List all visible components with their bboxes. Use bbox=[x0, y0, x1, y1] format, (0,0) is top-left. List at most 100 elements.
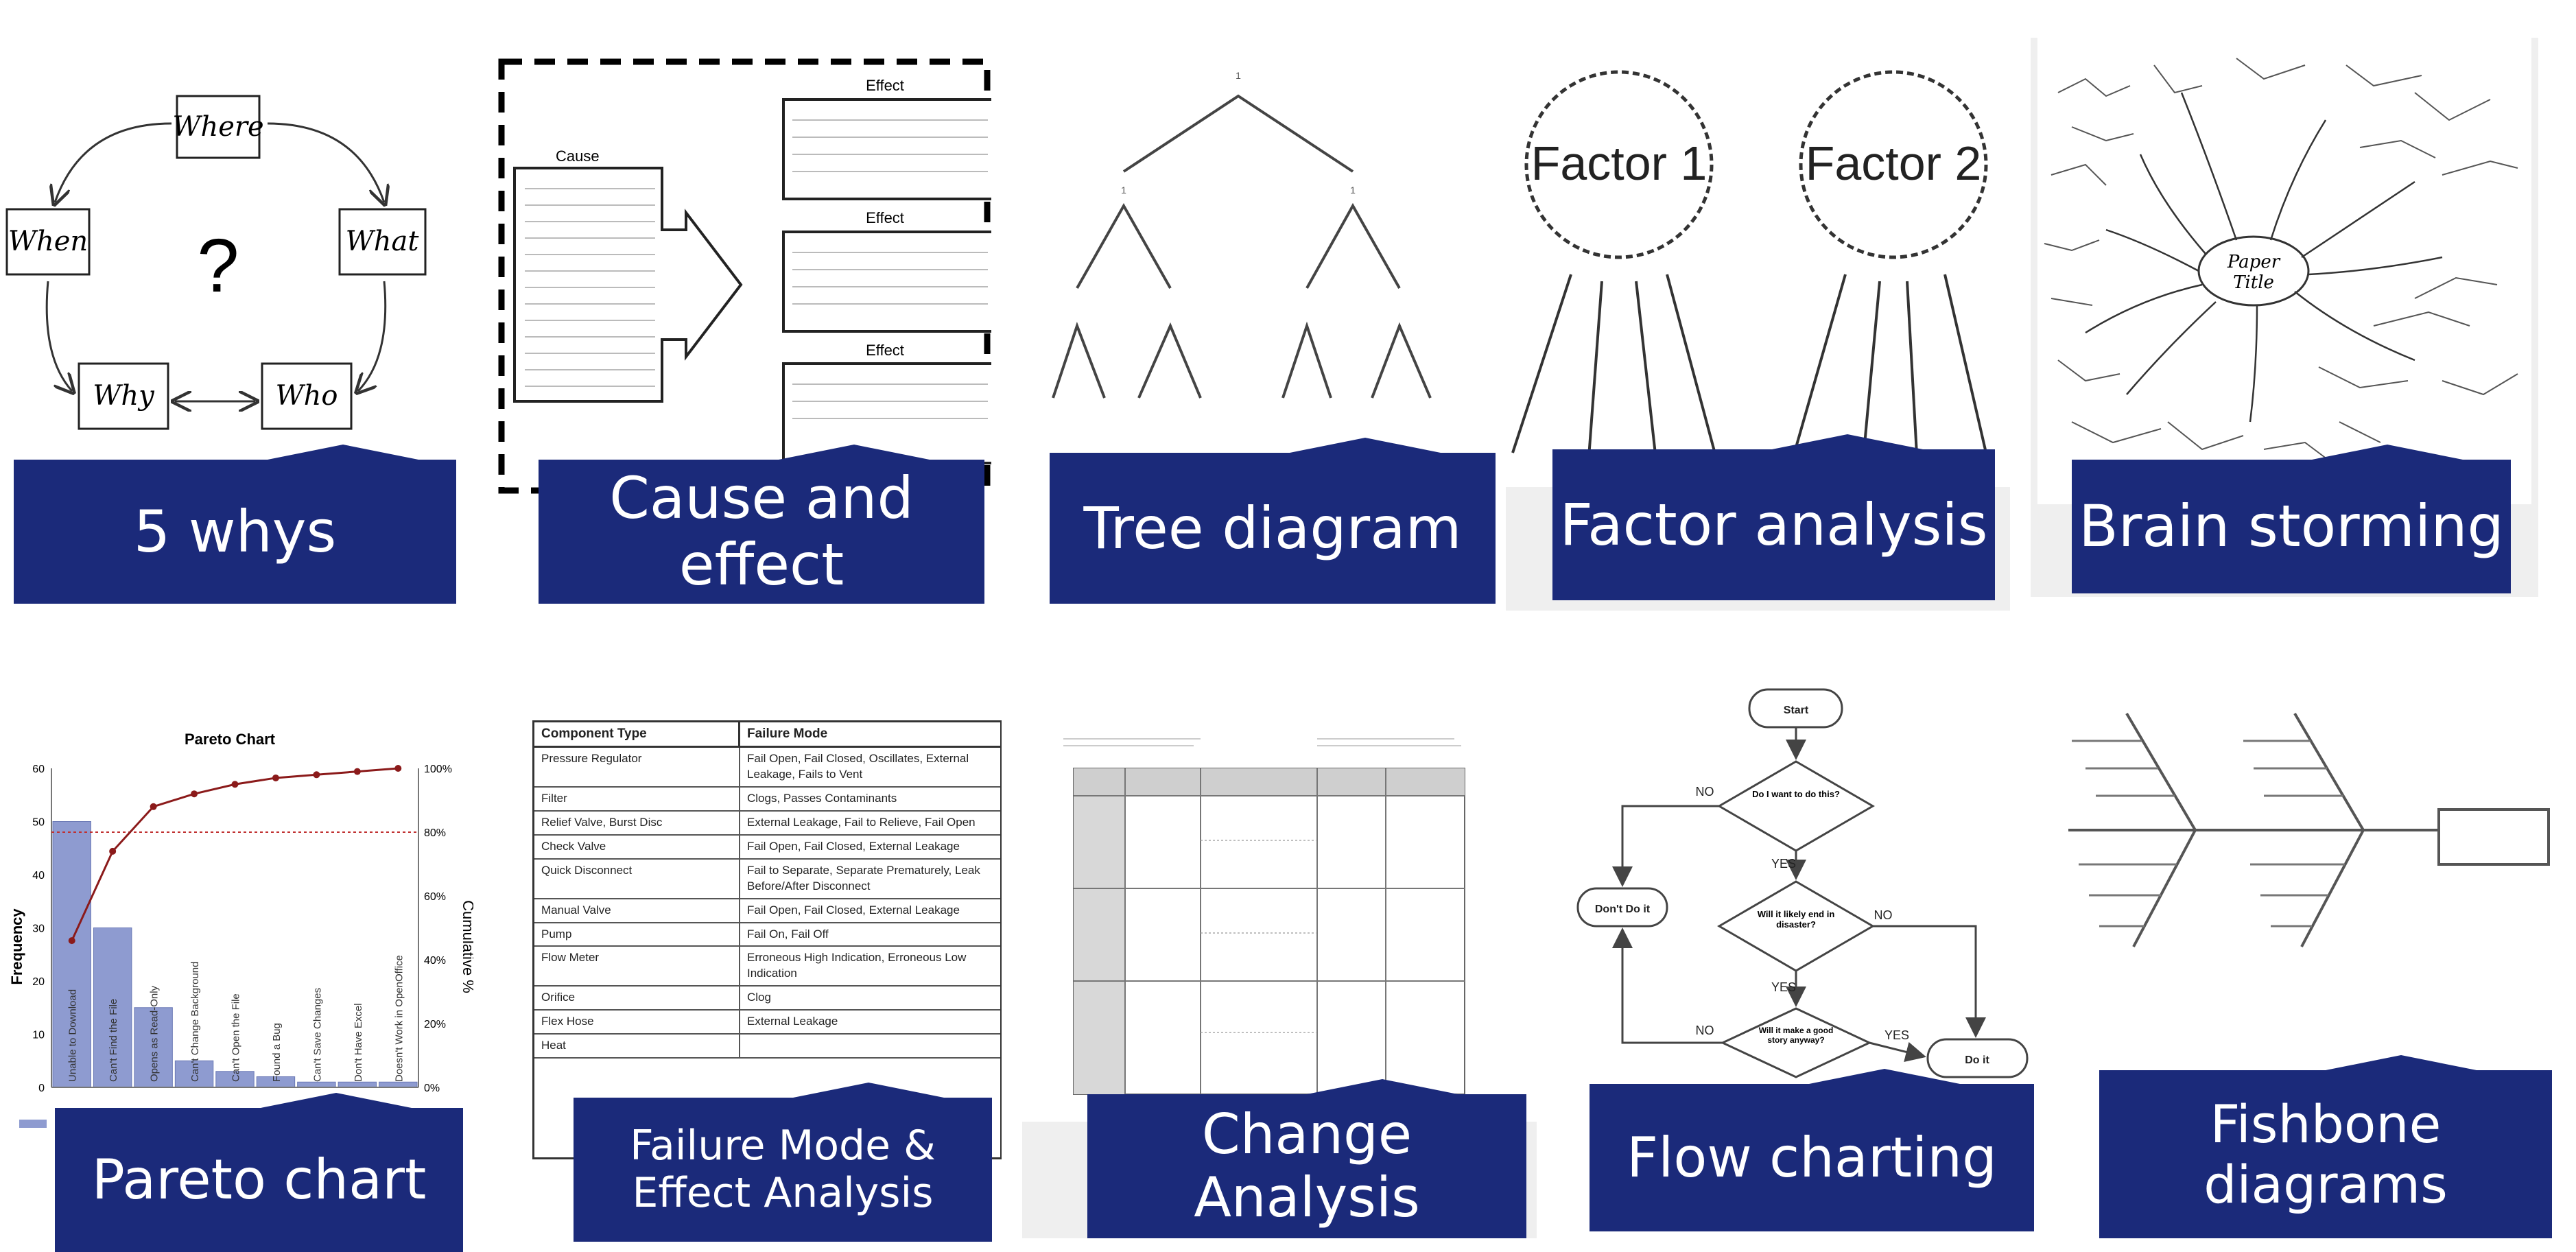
center-line-1: Paper bbox=[2227, 252, 2281, 272]
cause-label: Cause bbox=[556, 147, 600, 165]
tile-label: Fishbone diagrams bbox=[2203, 1094, 2448, 1215]
effect-label-3: Effect bbox=[866, 342, 904, 359]
node-who: Who bbox=[276, 380, 338, 412]
fmea-component-cell: Heat bbox=[534, 1035, 740, 1058]
tile-cause-effect: Cause Effect Effect Effect Cause and eff… bbox=[497, 48, 991, 604]
tile-label: Brain storming bbox=[2079, 493, 2504, 560]
fmea-component-cell: Pump bbox=[534, 923, 740, 946]
banner-flow-charting: Flow charting bbox=[1590, 1069, 2034, 1231]
y2-tick-label: 0% bbox=[424, 1083, 440, 1094]
svg-text:1: 1 bbox=[1236, 70, 1241, 81]
tile-label: Failure Mode & Effect Analysis bbox=[630, 1122, 936, 1217]
tile-flow-charting: Start Don't Do it Do it Do I want to do … bbox=[1550, 679, 2044, 1235]
fmea-failure-cell: Fail to Separate, Separate Prematurely, … bbox=[747, 863, 980, 893]
tile-change-analysis: Change Analysis bbox=[1022, 710, 1537, 1238]
fmea-component-cell: Check Valve bbox=[534, 835, 740, 858]
banner-5-whys: 5 whys bbox=[14, 445, 456, 604]
fmea-failure-cell: Fail On, Fail Off bbox=[747, 927, 829, 941]
category-label: Found a Bug bbox=[271, 1023, 283, 1082]
effect-label-2: Effect bbox=[866, 209, 904, 226]
fmea-row: Flex Hose External Leakage bbox=[534, 1011, 1000, 1035]
q2-label: Will it likely end in disaster? bbox=[1757, 909, 1835, 930]
cumulative-point bbox=[272, 774, 279, 781]
category-label: Can't Open the File bbox=[231, 993, 242, 1082]
fmea-failure-cell: Fail Open, Fail Closed, External Leakage bbox=[747, 903, 960, 917]
cumulative-point bbox=[231, 781, 239, 788]
y2-tick-label: 40% bbox=[424, 955, 446, 967]
fmea-component-cell: Relief Valve, Burst Disc bbox=[534, 811, 740, 834]
fmea-component-cell: Flex Hose bbox=[534, 1011, 740, 1034]
center-line-2: Title bbox=[2233, 272, 2274, 293]
chart-title: Pareto Chart bbox=[185, 731, 276, 748]
banner-fmea: Failure Mode & Effect Analysis bbox=[574, 1083, 992, 1242]
tile-label: Cause and effect bbox=[609, 464, 914, 598]
header-component: Component Type bbox=[534, 722, 740, 746]
fmea-component-cell: Flow Meter bbox=[534, 947, 740, 986]
fmea-failure-cell bbox=[740, 1035, 1000, 1057]
fmea-row: Filter Clogs, Passes Contaminants bbox=[534, 787, 1000, 812]
no-label-2: NO bbox=[1874, 908, 1893, 922]
fmea-failure-cell: External Leakage bbox=[747, 1015, 838, 1028]
fmea-component-cell: Manual Valve bbox=[534, 899, 740, 922]
cumulative-point bbox=[353, 768, 361, 775]
no-label-3: NO bbox=[1696, 1024, 1714, 1037]
fmea-table: Component Type Failure Mode Pressure Reg… bbox=[532, 720, 1002, 1159]
banner-tree-diagram: Tree diagram bbox=[1050, 438, 1496, 604]
q3-label: Will it make a good story anyway? bbox=[1758, 1026, 1834, 1045]
factor-1-label: Factor 1 bbox=[1531, 137, 1708, 190]
y-tick-label: 10 bbox=[32, 1030, 45, 1041]
fmea-component-cell: Pressure Regulator bbox=[534, 748, 740, 786]
fmea-row: Orifice Clog bbox=[534, 987, 1000, 1011]
five-whys-diagram: Where When What Why Who ? bbox=[5, 95, 427, 430]
tile-label: Change Analysis bbox=[1194, 1102, 1420, 1229]
cumulative-point bbox=[191, 790, 198, 798]
dont-label: Don't Do it bbox=[1595, 903, 1651, 915]
node-when: When bbox=[8, 226, 88, 257]
banner-change-analysis: Change Analysis bbox=[1087, 1079, 1526, 1238]
banner-fishbone: Fishbone diagrams bbox=[2099, 1055, 2552, 1238]
y-axis-label: Frequency bbox=[8, 908, 25, 985]
fmea-failure-cell: Clogs, Passes Contaminants bbox=[747, 791, 897, 805]
y2-tick-label: 60% bbox=[424, 891, 446, 903]
tile-fishbone: Fishbone diagrams bbox=[2058, 700, 2576, 1242]
tile-label: Flow charting bbox=[1627, 1125, 1997, 1190]
tile-brain-storming: Paper Title Brain sto bbox=[2031, 38, 2538, 597]
fmea-failure-cell: Fail Open, Fail Closed, External Leakage bbox=[747, 839, 960, 853]
pareto-bar bbox=[134, 1007, 173, 1088]
category-label: Can't Save Changes bbox=[311, 988, 323, 1082]
factor-2-label: Factor 2 bbox=[1806, 137, 1982, 190]
y2-axis-label: Cumulative % bbox=[460, 900, 473, 993]
pareto-bar bbox=[338, 1081, 377, 1088]
brainstorm-diagram: Paper Title bbox=[2037, 38, 2531, 504]
category-label: Doesn't Work in OpenOffice bbox=[393, 955, 405, 1082]
fmea-failure-cell: Fail Open, Fail Closed, Oscillates, Exte… bbox=[747, 752, 969, 781]
pareto-chart: Pareto Chart Frequency Cumulative % 0102… bbox=[8, 731, 473, 1128]
tile-label: Factor analysis bbox=[1559, 491, 1988, 558]
cumulative-point bbox=[313, 771, 320, 779]
category-label: Can't Change Background bbox=[189, 962, 201, 1082]
pareto-bar bbox=[174, 1060, 214, 1088]
category-label: Don't Have Excel bbox=[353, 1003, 364, 1082]
fmea-failure-cell: Clog bbox=[747, 991, 771, 1004]
fmea-row: Check Valve Fail Open, Fail Closed, Exter… bbox=[534, 835, 1000, 860]
fmea-component-cell: Orifice bbox=[534, 987, 740, 1010]
fmea-component-cell: Filter bbox=[534, 787, 740, 810]
tile-pareto-chart: Pareto Chart Frequency Cumulative % 0102… bbox=[0, 727, 473, 1252]
fmea-row: Heat bbox=[534, 1035, 1000, 1059]
y-tick-label: 40 bbox=[32, 870, 45, 882]
tile-factor-analysis: Factor 1 Factor 2 Factor analysis bbox=[1506, 27, 2010, 611]
y2-tick-label: 100% bbox=[424, 764, 452, 775]
change-analysis-form bbox=[1022, 710, 1537, 1122]
svg-text:1: 1 bbox=[1121, 185, 1126, 196]
start-label: Start bbox=[1784, 705, 1809, 716]
yes-label-1: YES bbox=[1771, 857, 1796, 871]
y-tick-label: 30 bbox=[32, 923, 45, 935]
cumulative-point bbox=[150, 803, 157, 810]
category-label: Can't Find the File bbox=[108, 999, 119, 1082]
tile-5-whys: Where When What Why Who ? 5 whys bbox=[0, 48, 456, 604]
y2-tick-label: 20% bbox=[424, 1019, 446, 1030]
pareto-bar bbox=[379, 1081, 418, 1088]
